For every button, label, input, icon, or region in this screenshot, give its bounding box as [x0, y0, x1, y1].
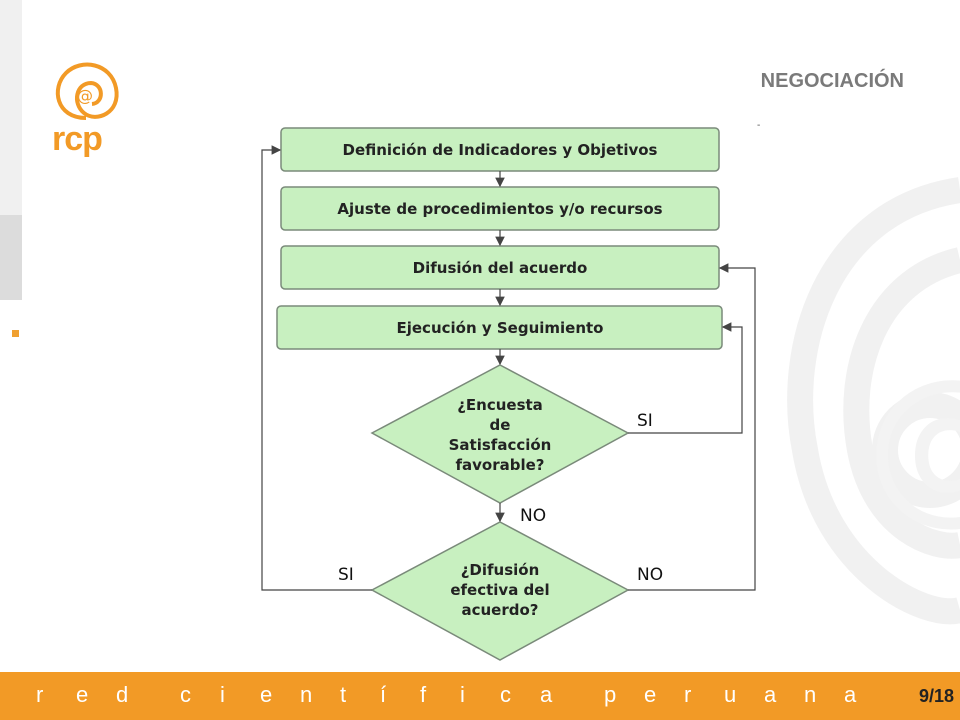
decision-encuesta-line3: Satisfacción [449, 436, 552, 454]
box-ejecucion-text: Ejecución y Seguimiento [396, 319, 603, 337]
decision-encuesta-line1: ¿Encuesta [457, 396, 543, 414]
box-difusion-text: Difusión del acuerdo [413, 259, 588, 277]
svg-text:@: @ [865, 343, 960, 541]
bullet-icon [12, 330, 19, 337]
arrow-d2-no-loop [628, 263, 756, 591]
arrow-d2-yes-loop [261, 145, 372, 591]
arrow-d1-yes-loop [628, 322, 743, 434]
decision-difusion-efectiva [370, 521, 630, 661]
page-number: 9/18 [918, 686, 954, 706]
decision-encuesta-line2: de [490, 416, 511, 434]
box-ajuste-text: Ajuste de procedimientos y/o recursos [337, 200, 662, 218]
decision-encuesta [370, 364, 630, 504]
label-d2-si: SI [338, 565, 354, 585]
left-decor-bar-dark [0, 215, 22, 300]
decision-difusion-line1: ¿Difusión [461, 561, 540, 579]
label-d2-no: NO [637, 565, 663, 585]
decision-difusion-line2: efectiva del [450, 581, 549, 599]
rcp-logo-icon: @ [55, 62, 119, 120]
box-definicion-text: Definición de Indicadores y Objetivos [343, 141, 658, 159]
title-dash: - [757, 120, 761, 131]
label-d1-si: SI [637, 411, 653, 431]
label-d1-no: NO [520, 506, 546, 526]
page-title: NEGOCIACIÓN [760, 70, 904, 92]
decision-encuesta-line4: favorable? [455, 456, 544, 474]
watermark-spiral-icon: @ [787, 177, 960, 625]
decision-difusion-line3: acuerdo? [461, 601, 538, 619]
svg-text:@: @ [77, 86, 93, 105]
logo-text: rcp [52, 120, 103, 158]
